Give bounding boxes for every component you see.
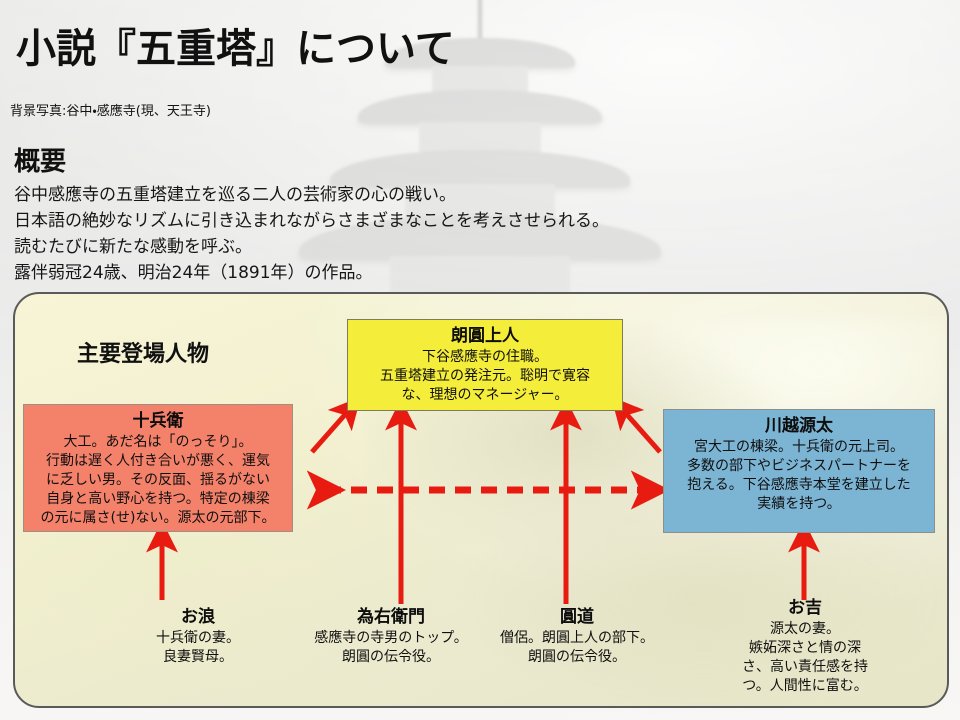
description-line: 抱える。下谷感應寺本堂を建立した	[687, 477, 911, 493]
character-description: 宮大工の棟梁。十兵衛の元上司。 多数の部下やビジネスパートナーを 抱える。下谷感…	[670, 438, 928, 514]
photo-credit: 背景写真:谷中・感應寺(現、天王寺)	[10, 104, 211, 119]
characters-panel: 主要登場人物	[13, 292, 949, 708]
arrow-jubei-to-rouen	[310, 396, 361, 454]
description-line: 感應寺の寺男のトップ。	[314, 630, 468, 646]
description-line: 実績を持つ。	[757, 496, 841, 512]
description-line: 下谷感應寺の住職。	[422, 349, 548, 365]
character-name: 川越源太	[765, 416, 833, 436]
character-description: 感應寺の寺男のトップ。 朗圓の伝令役。	[291, 629, 491, 667]
description-line: 十兵衛の妻。	[156, 630, 240, 646]
section-heading-overview: 概要	[14, 147, 67, 177]
description-line: 宮大工の棟梁。十兵衛の元上司。	[694, 439, 904, 455]
description-line: 五重塔建立の発注元。聡明で寛容	[380, 368, 590, 384]
description-line: 行動は遅く人付き合いが悪く、運気	[46, 453, 270, 469]
description-line: 良妻賢母。	[163, 649, 233, 665]
description-line: に乏しい男。その反面、揺るがない	[46, 472, 270, 488]
description-line: な、理想のマネージャー。	[401, 387, 569, 403]
character-description: 下谷感應寺の住職。 五重塔建立の発注元。聡明で寛容 な、理想のマネージャー。	[354, 348, 616, 405]
character-box-kawagoe-genta[interactable]: 川越源太 宮大工の棟梁。十兵衛の元上司。 多数の部下やビジネスパートナーを 抱え…	[663, 409, 935, 533]
character-label-tameuemon[interactable]: 為右衛門 感應寺の寺男のトップ。 朗圓の伝令役。	[291, 606, 491, 667]
character-description: 僧侶。朗圓上人の部下。 朗圓の伝令役。	[481, 629, 673, 667]
page-title: 小説『五重塔』について	[16, 26, 455, 72]
character-name: 朗圓上人	[451, 326, 519, 346]
character-name: お浪	[181, 607, 215, 627]
description-line: 朗圓の伝令役。	[342, 649, 440, 665]
description-line: の元に属さ(せ)ない。源太の元部下。	[40, 510, 276, 526]
description-line: 自身と高い野心を持つ。特定の棟梁	[46, 491, 270, 507]
description-line: 大工。あだ名は「のっそり」。	[63, 434, 253, 450]
description-line: 源太の妻。	[770, 621, 840, 637]
character-box-jubei[interactable]: 十兵衛 大工。あだ名は「のっそり」。 行動は遅く人付き合いが悪く、運気 に乏しい…	[23, 404, 293, 532]
description-line: つ。人間性に富む。	[742, 678, 868, 694]
character-name: 十兵衛	[132, 411, 184, 431]
character-label-onami[interactable]: お浪 十兵衛の妻。 良妻賢母。	[103, 606, 293, 667]
character-description: 源太の妻。 嫉妬深さと情の深 さ、高い責任感を持 つ。人間性に富む。	[715, 620, 895, 696]
panel-heading: 主要登場人物	[77, 342, 210, 367]
overview-line: 日本語の絶妙なリズムに引き込まれながらさまざまなことを考えさせられる。	[14, 211, 609, 231]
overview-line: 読むたびに新たな感動を呼ぶ。	[14, 237, 252, 257]
description-line: 朗圓の伝令役。	[528, 649, 626, 665]
description-line: さ、高い責任感を持	[742, 659, 868, 675]
arrow-genta-to-rouen	[611, 396, 662, 454]
description-line: 嫉妬深さと情の深	[749, 640, 861, 656]
overview-line: 谷中感應寺の五重塔建立を巡る二人の芸術家の心の戦い。	[14, 185, 456, 205]
character-label-okichi[interactable]: お吉 源太の妻。 嫉妬深さと情の深 さ、高い責任感を持 つ。人間性に富む。	[715, 597, 895, 696]
character-box-rouen-shonin[interactable]: 朗圓上人 下谷感應寺の住職。 五重塔建立の発注元。聡明で寛容 な、理想のマネージ…	[347, 319, 623, 411]
character-description: 大工。あだ名は「のっそり」。 行動は遅く人付き合いが悪く、運気 に乏しい男。その…	[30, 433, 286, 528]
character-description: 十兵衛の妻。 良妻賢母。	[103, 629, 293, 667]
character-name: 圓道	[560, 607, 594, 627]
overview-line: 露伴弱冠24歳、明治24年（1891年）の作品。	[14, 263, 373, 283]
character-name: お吉	[788, 598, 822, 618]
overview-text: 谷中感應寺の五重塔建立を巡る二人の芸術家の心の戦い。 日本語の絶妙なリズムに引き…	[14, 182, 609, 286]
description-line: 僧侶。朗圓上人の部下。	[500, 630, 654, 646]
character-name: 為右衛門	[357, 607, 425, 627]
character-label-endou[interactable]: 圓道 僧侶。朗圓上人の部下。 朗圓の伝令役。	[481, 606, 673, 667]
description-line: 多数の部下やビジネスパートナーを	[687, 458, 911, 474]
